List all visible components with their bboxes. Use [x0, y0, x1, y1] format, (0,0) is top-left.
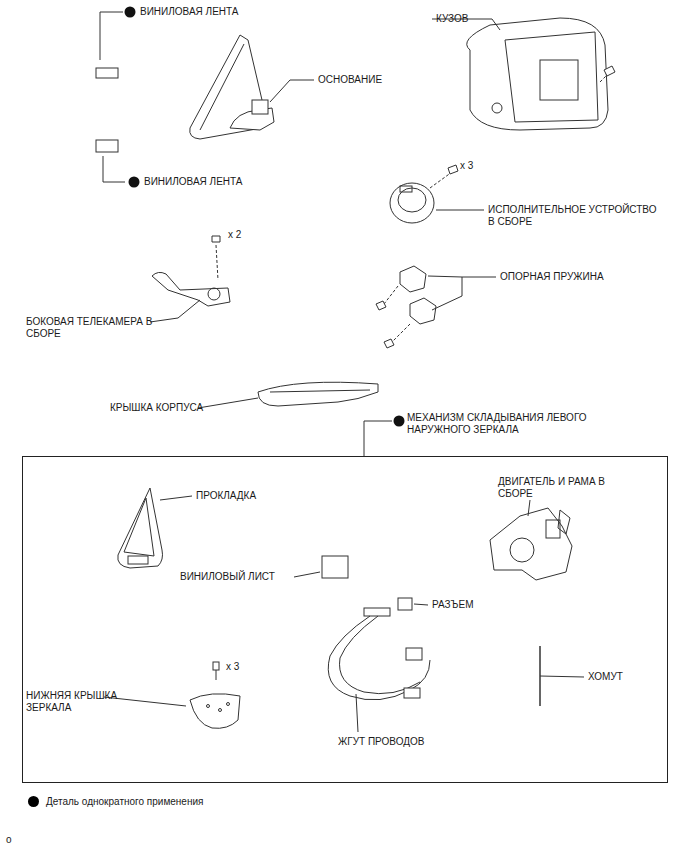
page-mark: o [6, 834, 12, 846]
part-label: ОПОРНАЯ ПРУЖИНА [500, 271, 604, 283]
part-label: КУЗОВ [436, 13, 468, 25]
part-label: ЖГУТ ПРОВОДОВ [338, 736, 424, 748]
quantity-label: x 3 [226, 661, 239, 673]
group-heading: МЕХАНИЗМ СКЛАДЫВАНИЯ ЛЕВОГО НАРУЖНОГО ЗЕ… [407, 412, 627, 436]
part-label: НИЖНЯЯ КРЫШКА ЗЕРКАЛА [26, 690, 126, 714]
part-label: ВИНИЛОВАЯ ЛЕНТА [140, 6, 239, 18]
quantity-label: x 3 [460, 160, 473, 172]
part-label: ВИНИЛОВЫЙ ЛИСТ [180, 571, 275, 583]
legend-swatch [28, 796, 39, 807]
part-label: ОСНОВАНИЕ [318, 74, 382, 86]
quantity-label: x 2 [228, 229, 241, 241]
part-label: ДВИГАТЕЛЬ И РАМА В СБОРЕ [498, 476, 610, 500]
part-label: ХОМУТ [588, 671, 623, 683]
assembly-frame: МЕХАНИЗМ СКЛАДЫВАНИЯ ЛЕВОГО НАРУЖНОГО ЗЕ… [22, 456, 668, 783]
part-label: КРЫШКА КОРПУСА [110, 402, 203, 414]
part-label: ИСПОЛНИТЕЛЬНОЕ УСТРОЙСТВО В СБОРЕ [488, 204, 658, 228]
part-label: БОКОВАЯ ТЕЛЕКАМЕРА В СБОРЕ [26, 316, 162, 340]
part-label: ПРОКЛАДКА [196, 490, 256, 502]
part-label: ВИНИЛОВАЯ ЛЕНТА [144, 176, 243, 188]
part-label: РАЗЪЕМ [432, 599, 474, 611]
legend-text: Деталь однократного применения [46, 796, 203, 808]
